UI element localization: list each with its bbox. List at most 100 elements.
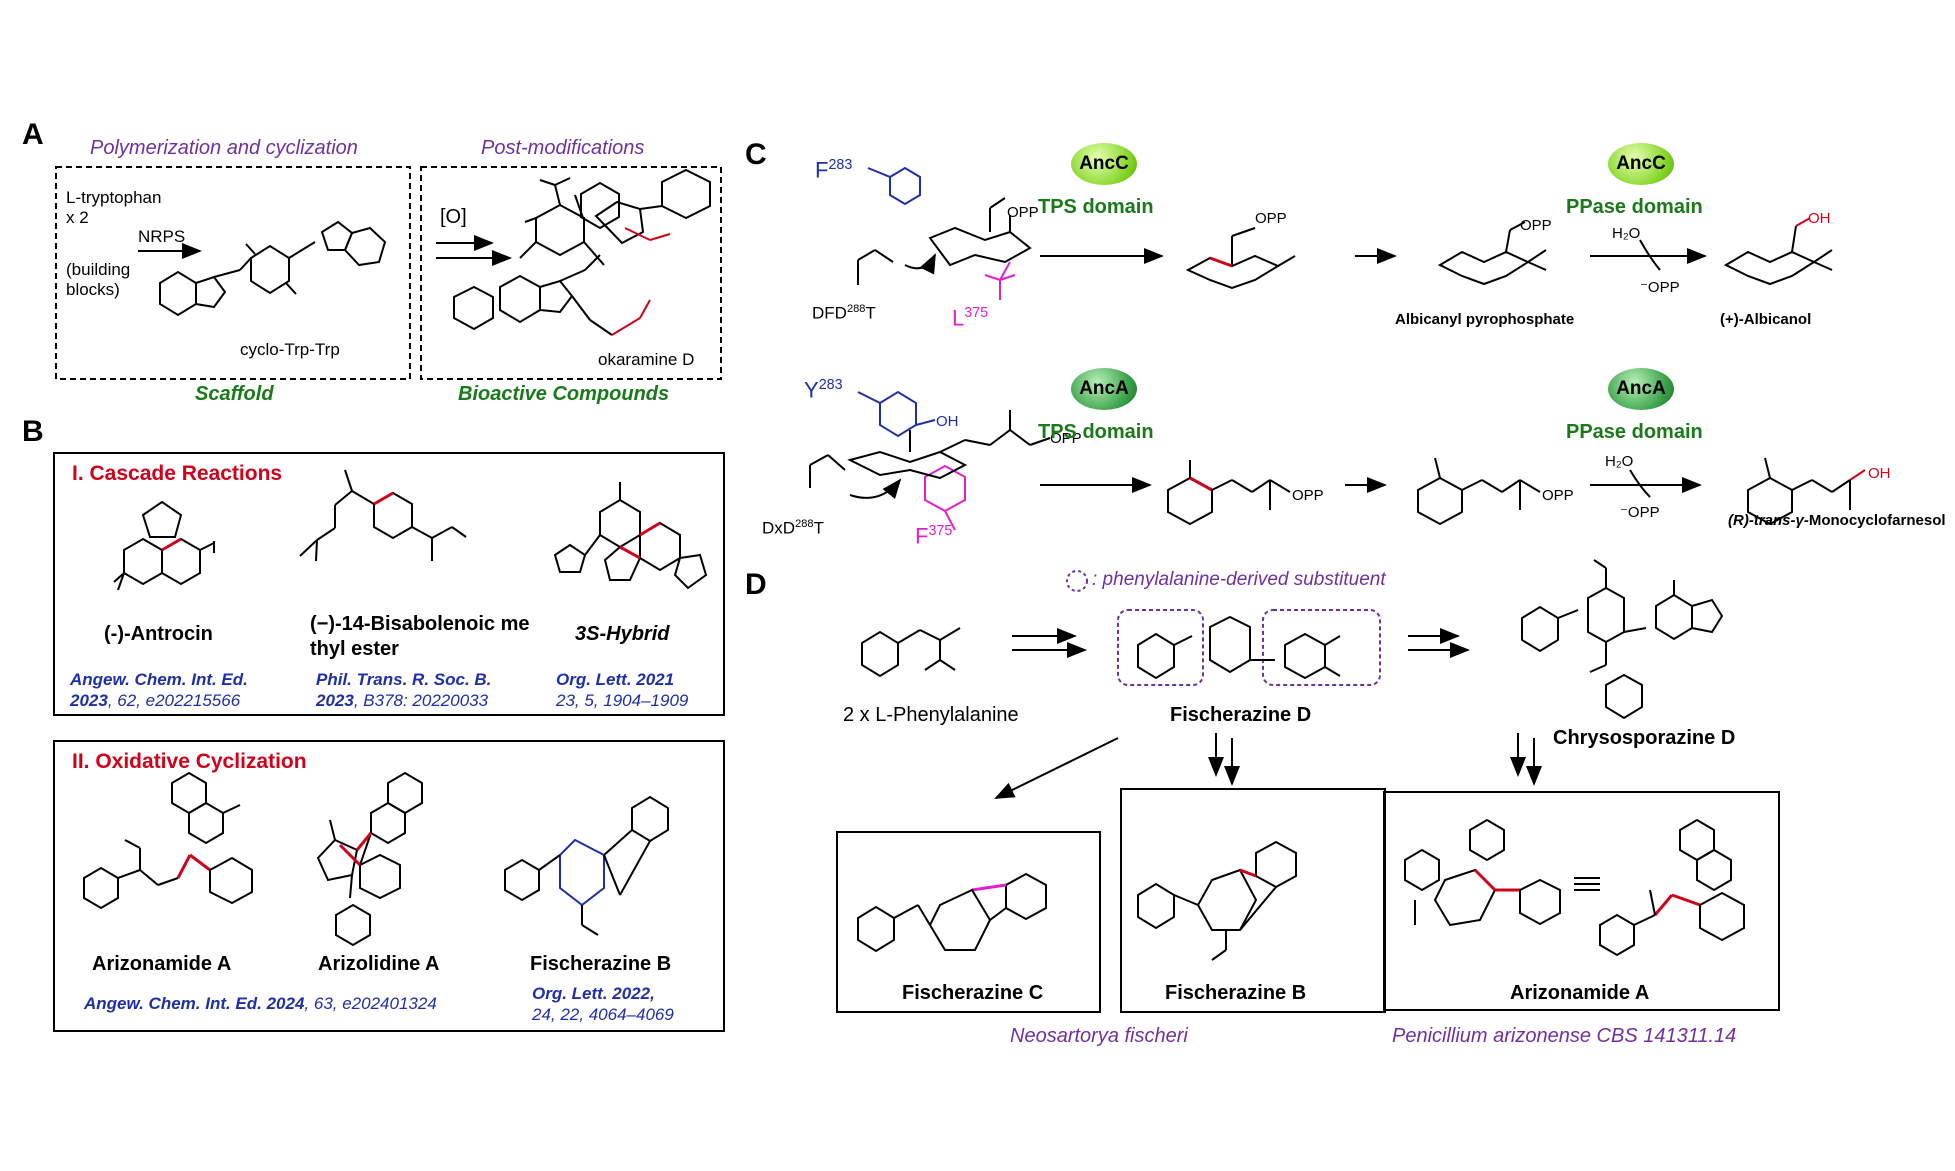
- panel-letter-c: C: [745, 138, 767, 171]
- phenylalanine-label: 2 x L-Phenylalanine: [843, 704, 1019, 726]
- tryptophan-label: L-tryptophan x 2: [66, 188, 162, 227]
- row1-albicanyl-opp: OPP: [1520, 217, 1552, 234]
- row1-albicanol-oh: OH: [1808, 210, 1831, 227]
- fischerazine-b-structure-d: [1137, 840, 1297, 961]
- row2-ppase-domain-label: PPase domain: [1566, 421, 1703, 443]
- c-row2-leaving-curve: [1629, 469, 1651, 498]
- c-row2-cation: [1167, 460, 1291, 526]
- scaffold-label: Scaffold: [195, 383, 274, 405]
- row1-water: H₂O: [1612, 225, 1641, 242]
- c-row1-cation: [1185, 227, 1296, 290]
- antrocin-structure: [113, 500, 215, 591]
- fischerazine-d-box-right: [1262, 609, 1381, 686]
- c-row1-albicanol: [1723, 217, 1833, 286]
- panel-a-header-right: Post-modifications: [481, 137, 645, 159]
- building-blocks-label: (building blocks): [66, 260, 131, 299]
- ancc-tps-pill: AncC: [1071, 143, 1137, 185]
- antrocin-reference[interactable]: Angew. Chem. Int. Ed.2023, 62, e20221556…: [70, 670, 248, 710]
- row1-cation-opp: OPP: [1255, 210, 1287, 227]
- panel-b-box-cascade: [53, 452, 725, 716]
- arizonamide-a-name-b: Arizonamide A: [92, 953, 232, 975]
- fischerazine-b-name-b: Fischerazine B: [530, 953, 672, 975]
- oxidative-reference-1[interactable]: Angew. Chem. Int. Ed. 2024, 63, e2024013…: [84, 994, 437, 1013]
- row2-motif-dxd: DxD288T: [762, 518, 824, 538]
- fischerazine-c-name: Fischerazine C: [902, 982, 1044, 1004]
- bisabolenoic-reference[interactable]: Phil. Trans. R. Soc. B.2023, B378: 20220…: [316, 670, 492, 710]
- bioactive-compounds-label: Bioactive Compounds: [458, 383, 670, 405]
- arizolidine-a-name: Arizolidine A: [318, 953, 440, 975]
- albicanyl-pp-name: Albicanyl pyrophosphate: [1395, 311, 1575, 328]
- row1-ppase-domain-label: PPase domain: [1566, 196, 1703, 218]
- product-box-fischerazine-b: [1120, 788, 1386, 1013]
- anca-tps-pill: AncA: [1071, 368, 1137, 410]
- panel-a-header-left: Polymerization and cyclization: [90, 137, 358, 159]
- row2-leaving-opp: ⁻OPP: [1620, 504, 1660, 521]
- cyclo-trp-trp-label: cyclo-Trp-Trp: [240, 340, 340, 359]
- arizonamide-a-structure-d-right: [1599, 818, 1745, 957]
- panel-letter-d: D: [745, 568, 767, 601]
- row2-residue-f375: F375: [915, 523, 953, 549]
- c-row1-albicanyl-pp: [1437, 221, 1547, 286]
- row2-cation-opp: OPP: [1292, 487, 1324, 504]
- ancc-ppase-pill: AncC: [1608, 143, 1674, 185]
- row1-substrate-opp: OPP: [1007, 204, 1039, 221]
- arizonamide-a-structure-b: [83, 771, 253, 910]
- anca-ppase-pill: AncA: [1608, 368, 1674, 410]
- c-row2-intermediate: [1417, 457, 1541, 526]
- c-row1-substrate: [857, 166, 1032, 300]
- 3s-hybrid-structure: [553, 482, 708, 590]
- phenylalanine-legend: : phenylalanine-derived substituent: [1092, 569, 1386, 590]
- c-row1-leaving-curve: [1639, 239, 1661, 271]
- oxidative-reference-2[interactable]: Org. Lett. 2022,24, 22, 4064–4069: [532, 984, 674, 1024]
- bisabolenoic-ester-name: (−)-14-Bisabolenoic me thyl ester: [310, 613, 530, 660]
- organism-neosartorya: Neosartorya fischeri: [1010, 1025, 1188, 1047]
- fischerazine-b-name-d: Fischerazine B: [1165, 982, 1307, 1004]
- product-box-fischerazine-c: [836, 831, 1101, 1013]
- arizonamide-a-structure-d-left: [1404, 818, 1561, 927]
- arizonamide-a-name-d: Arizonamide A: [1510, 982, 1650, 1004]
- oxidation-label: [O]: [440, 206, 467, 228]
- phenylalanine-structure: [861, 627, 961, 678]
- row1-motif-dfd: DFD288T: [812, 303, 876, 323]
- panel-b-box-oxidative: [53, 740, 725, 1032]
- row1-leaving-opp: ⁻OPP: [1640, 279, 1680, 296]
- panel-letter-a: A: [22, 118, 44, 151]
- row1-residue-f283: F283: [815, 157, 853, 183]
- 3s-hybrid-name: 3S-Hybrid: [575, 623, 670, 645]
- arizolidine-a-structure: [316, 771, 423, 947]
- nrps-label: NRPS: [138, 227, 186, 246]
- antrocin-name: (-)-Antrocin: [104, 623, 213, 645]
- albicanol-name: (+)-Albicanol: [1720, 311, 1812, 328]
- chrysosporazine-d-name: Chrysosporazine D: [1553, 727, 1736, 749]
- fischerazine-c-structure: [857, 872, 1047, 953]
- row2-product-oh: OH: [1868, 465, 1891, 482]
- cascade-reactions-title: I. Cascade Reactions: [72, 462, 283, 485]
- panel-a-box-right: [420, 166, 722, 380]
- fischerazine-d-structure: [1137, 615, 1341, 680]
- oxidative-cyclization-title: II. Oxidative Cyclization: [72, 750, 307, 773]
- okaramine-d-structure: [453, 168, 711, 336]
- fischerazine-d-box-left: [1117, 609, 1204, 686]
- legend-dashed-circle: [1066, 570, 1088, 592]
- monocyclofarnesol-name: (R)-trans-γ-Monocyclofarnesol: [1728, 512, 1946, 529]
- c-row2-substrate: [809, 390, 1051, 531]
- product-box-arizonamide-a: [1383, 791, 1780, 1011]
- panel-letter-b: B: [22, 415, 44, 448]
- row2-residue-y283: Y283: [804, 377, 843, 403]
- row2-water: H₂O: [1605, 453, 1634, 470]
- organism-penicillium: Penicillium arizonense CBS 141311.14: [1392, 1025, 1737, 1047]
- row2-tyrosine-oh: OH: [936, 413, 959, 430]
- row2-tps-domain-label: TPS domain: [1038, 421, 1154, 443]
- cyclo-trp-trp-structure: [159, 220, 387, 317]
- bisabolenoic-ester-structure: [299, 469, 467, 562]
- okaramine-d-label: okaramine D: [598, 350, 695, 369]
- row2-intermediate-opp: OPP: [1542, 487, 1574, 504]
- row1-residue-l375: L375: [952, 305, 989, 331]
- d-arrow-to-c: [994, 737, 1119, 799]
- chrysosporazine-d-structure: [1521, 559, 1724, 720]
- row1-tps-domain-label: TPS domain: [1038, 196, 1154, 218]
- c-row2-product: [1747, 457, 1866, 526]
- fischerazine-d-name: Fischerazine D: [1170, 704, 1312, 726]
